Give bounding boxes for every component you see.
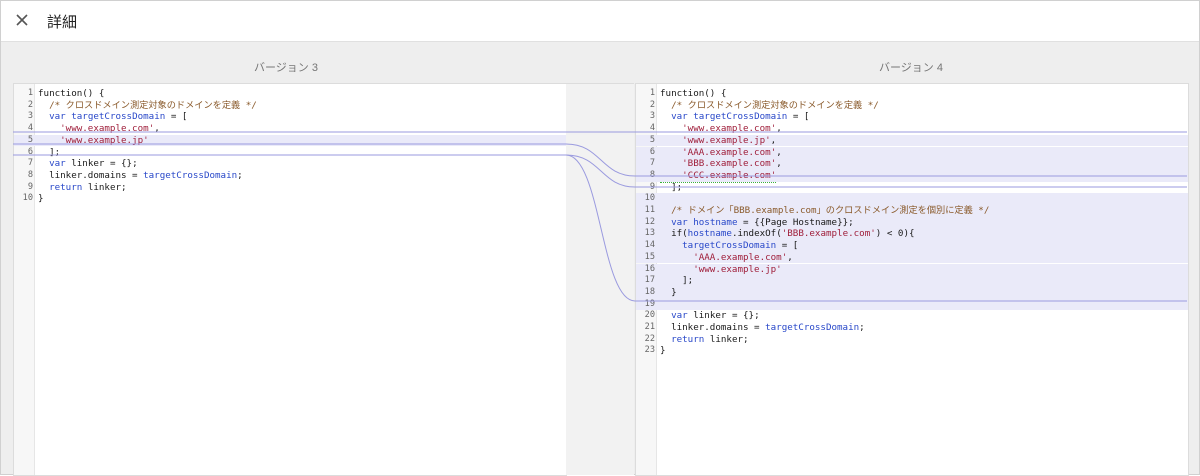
code-line: 3 var targetCrossDomain = [: [14, 111, 566, 123]
code-line: 4 'www.example.com',: [636, 123, 1188, 135]
code-text: /* クロスドメイン測定対象のドメインを定義 */: [38, 99, 257, 111]
code-text: 'www.example.jp': [60, 134, 149, 146]
code-line: 4 'www.example.com',: [14, 123, 566, 135]
line-number: 1: [649, 88, 655, 98]
line-number: 20: [644, 310, 655, 321]
code-text: }: [660, 345, 666, 357]
line-number: 8: [27, 169, 33, 180]
code-line: 23}: [636, 345, 1188, 357]
line-number: 17: [644, 275, 655, 286]
code-line: 20 var linker = {};: [636, 310, 1188, 322]
code-text: return linker;: [49, 181, 127, 193]
line-number: 14: [644, 240, 655, 251]
line-number: 21: [644, 322, 655, 332]
right-version-label: バージョン 4: [879, 62, 943, 74]
line-number: 10: [644, 193, 655, 204]
code-line: 2 /* クロスドメイン測定対象のドメインを定義 */: [636, 100, 1188, 112]
code-line: 22 return linker;: [636, 334, 1188, 346]
code-text: linker.domains = targetCrossDomain;: [38, 169, 243, 181]
line-number: 13: [644, 228, 655, 239]
code-line: 5 'www.example.jp',: [636, 134, 1188, 147]
line-number: 3: [27, 111, 33, 122]
line-number: 5: [649, 134, 655, 145]
line-number: 4: [27, 123, 33, 134]
close-icon[interactable]: [13, 11, 31, 29]
code-text: }: [38, 193, 44, 205]
line-number: 15: [644, 251, 655, 262]
line-number: 8: [649, 169, 655, 180]
code-text: 'www.example.com',: [682, 123, 782, 135]
line-number: 18: [644, 286, 655, 297]
line-number: 3: [649, 111, 655, 122]
line-number: 12: [644, 216, 655, 227]
code-line: 6 ];: [14, 147, 566, 159]
line-number: 19: [644, 298, 655, 309]
code-line: 21 linker.domains = targetCrossDomain;: [636, 322, 1188, 334]
line-number: 5: [27, 134, 33, 145]
line-number: 11: [644, 205, 655, 215]
line-number: 7: [649, 158, 655, 169]
code-line: 7 var linker = {};: [14, 158, 566, 170]
code-text: 'www.example.jp',: [682, 134, 777, 146]
left-version-label: バージョン 3: [254, 62, 318, 74]
code-text: 'www.example.com',: [60, 123, 160, 135]
code-line: 1 function() {: [14, 88, 566, 100]
code-text: linker.domains = targetCrossDomain;: [660, 322, 865, 333]
code-line: 2 /* クロスドメイン測定対象のドメインを定義 */: [14, 100, 566, 112]
line-number: 16: [644, 263, 655, 274]
line-number: 2: [649, 99, 655, 110]
code-text: var linker = {};: [671, 310, 760, 322]
code-text: 'CCC.example.com': [660, 170, 777, 183]
line-number: 6: [27, 146, 33, 157]
code-text: var targetCrossDomain = [: [49, 111, 188, 123]
line-number: 10: [22, 193, 33, 204]
code-line: 1 function() {: [636, 88, 1188, 100]
line-number: 7: [27, 158, 33, 169]
code-line: 10}: [14, 193, 566, 205]
line-number: 1: [27, 88, 33, 98]
code-text: function() {: [38, 88, 105, 99]
code-line: 19: [636, 298, 1188, 311]
code-text: var linker = {};: [49, 158, 138, 170]
code-text: return linker;: [671, 333, 749, 345]
diff-connector-area: [566, 83, 634, 475]
code-text: function() {: [660, 88, 727, 99]
code-text: ];: [38, 146, 61, 158]
line-number: 4: [649, 123, 655, 134]
line-number: 2: [27, 99, 33, 110]
line-number: 6: [649, 146, 655, 157]
code-text: /* クロスドメイン測定対象のドメインを定義 */: [660, 99, 879, 111]
line-number: 22: [644, 333, 655, 344]
line-number-gutter: [14, 84, 35, 475]
code-line: 9 return linker;: [14, 182, 566, 194]
dialog-title: 詳細: [47, 14, 78, 31]
code-line: 8 linker.domains = targetCrossDomain;: [14, 170, 566, 182]
dialog-header: 詳細: [1, 1, 1199, 42]
code-line: 3 var targetCrossDomain = [: [636, 111, 1188, 123]
line-number: 23: [644, 345, 655, 356]
code-line: 5 'www.example.jp': [14, 134, 566, 147]
code-text: var targetCrossDomain = [: [671, 111, 810, 123]
line-number: 9: [27, 181, 33, 192]
